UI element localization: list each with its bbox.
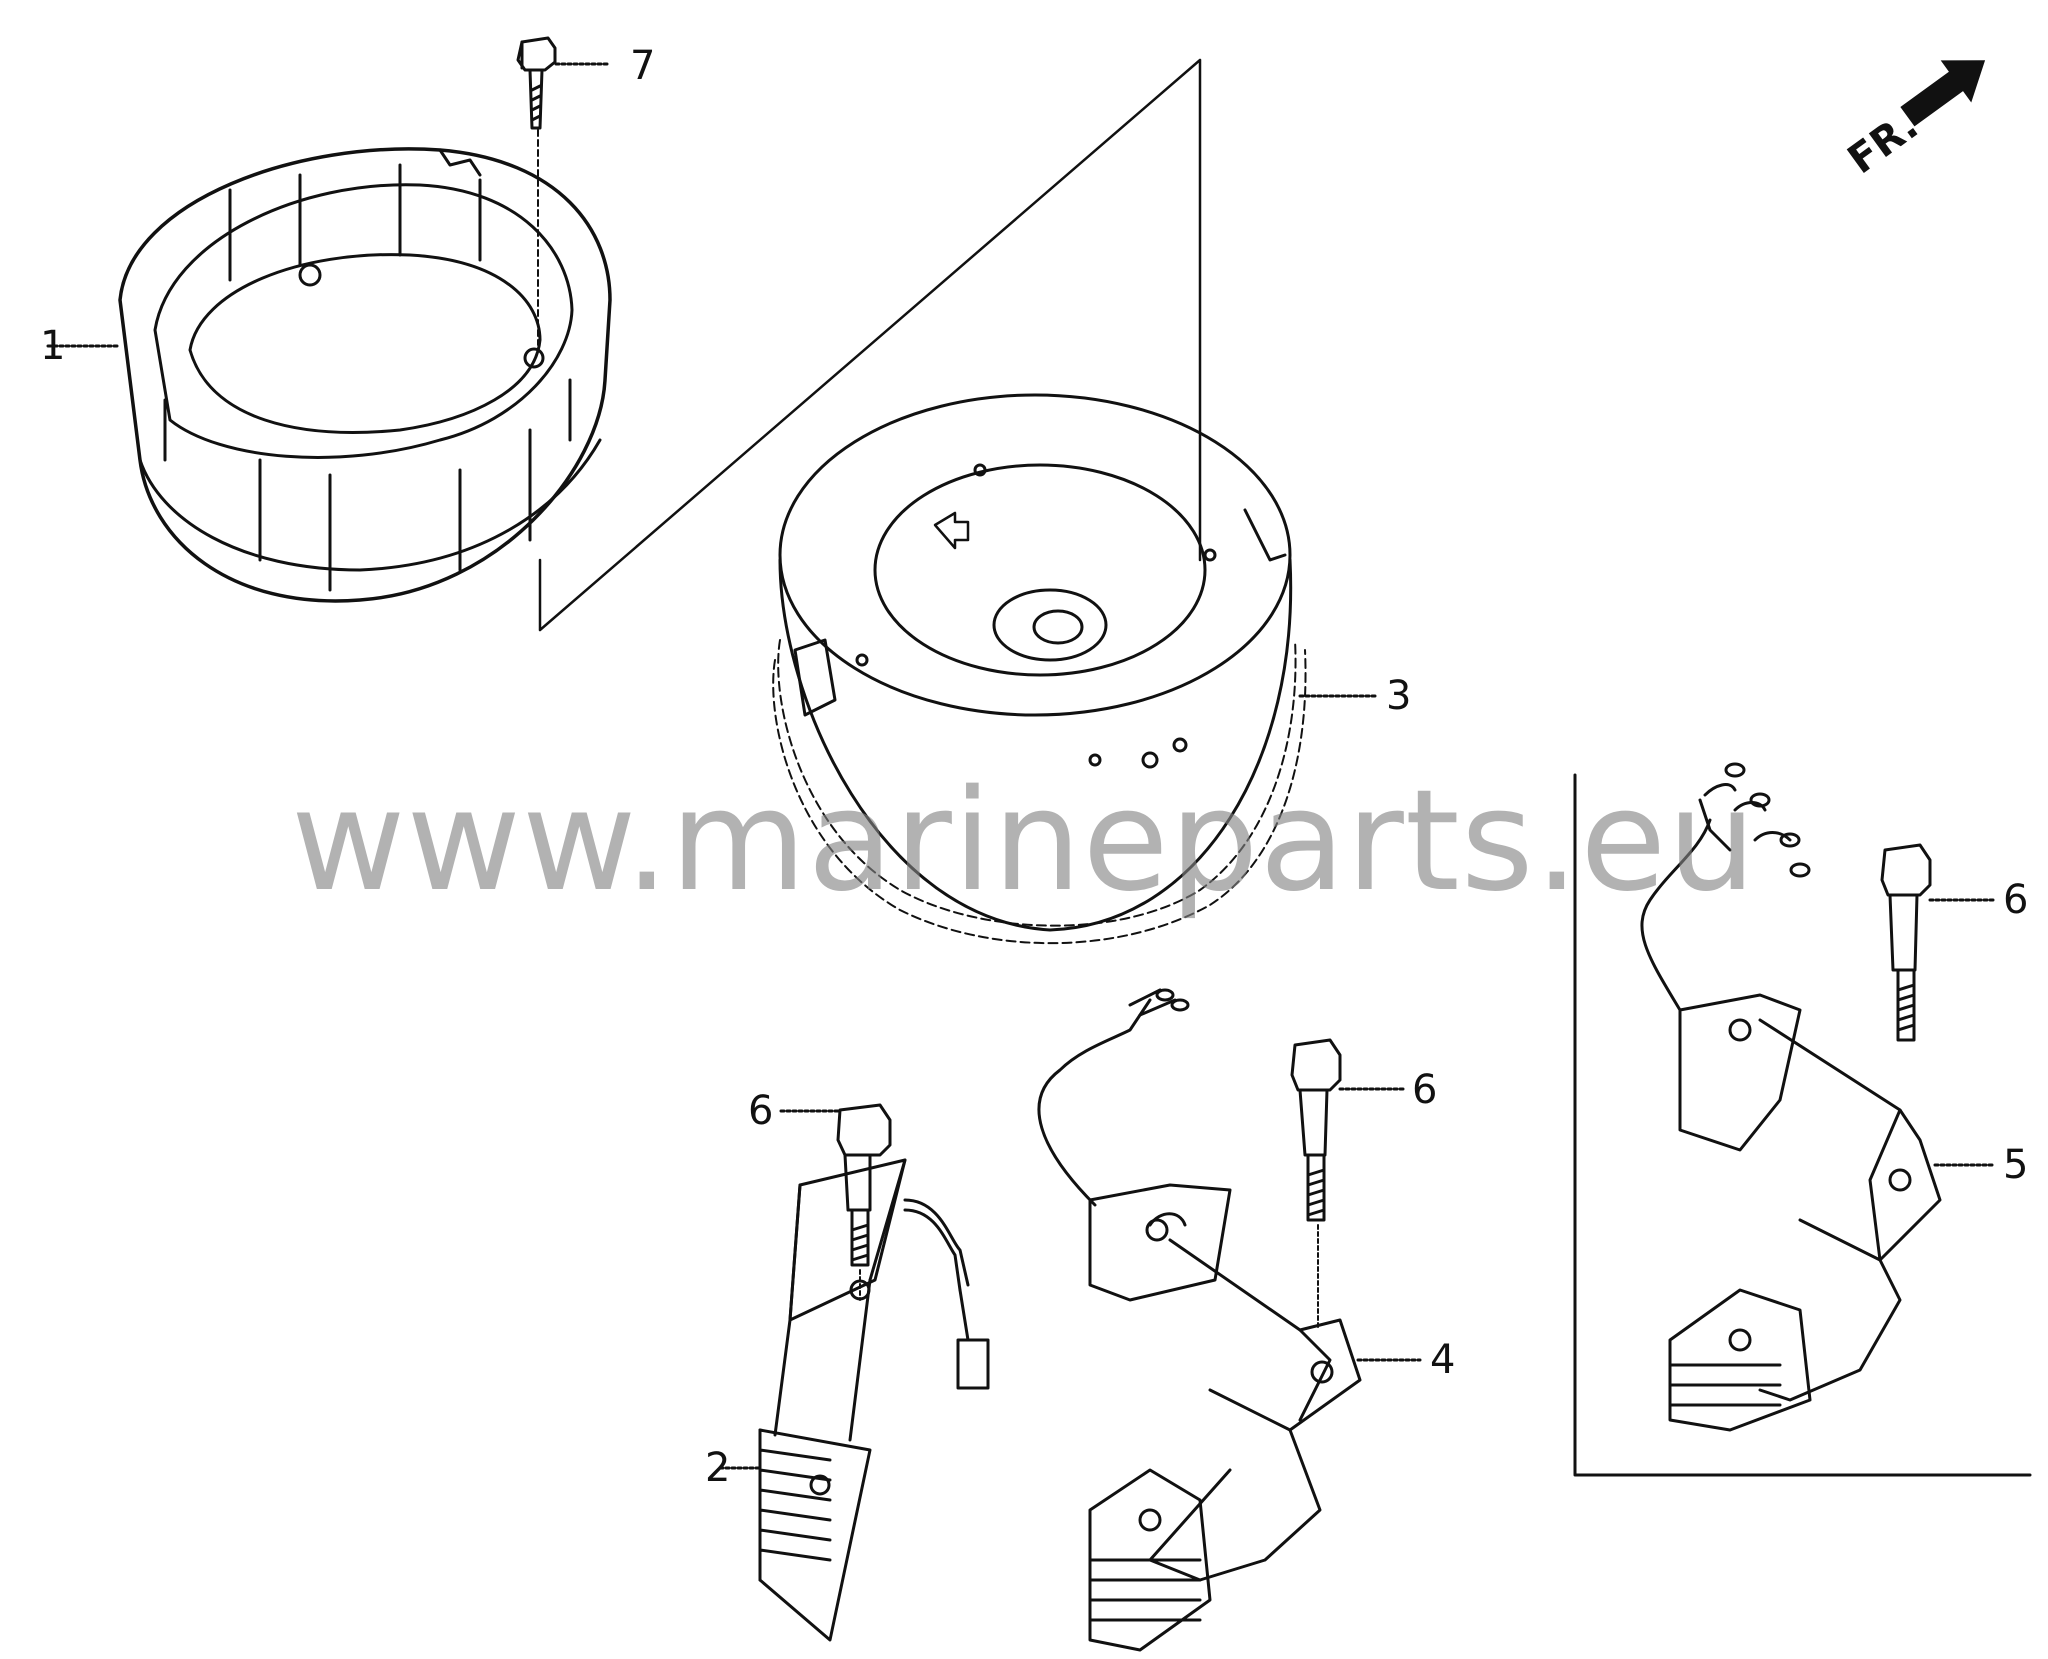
part-2-coil bbox=[758, 1158, 990, 1642]
callout-7: 7 bbox=[630, 43, 656, 89]
callout-2: 2 bbox=[705, 1445, 731, 1491]
front-direction-arrow-icon bbox=[1900, 60, 1986, 127]
callout-1: 1 bbox=[40, 323, 66, 369]
watermark: www.marineparts.eu bbox=[290, 760, 1758, 923]
callout-3: 3 bbox=[1386, 673, 1412, 719]
part-4-charge-coil bbox=[1037, 988, 1362, 1652]
callout-6-right: 6 bbox=[2003, 877, 2029, 923]
part-7-bolt bbox=[516, 36, 557, 130]
front-direction-indicator: FR. bbox=[1820, 19, 2010, 192]
part-6a-bolt bbox=[836, 1103, 892, 1267]
callout-6-center: 6 bbox=[1412, 1067, 1438, 1113]
callout-6-left: 6 bbox=[748, 1088, 774, 1134]
part-5-charge-coil bbox=[1640, 762, 1942, 1432]
part-6b-bolt bbox=[1290, 1038, 1342, 1222]
callout-5: 5 bbox=[2003, 1142, 2029, 1188]
callout-4: 4 bbox=[1430, 1337, 1456, 1383]
part-1-flywheel-cover bbox=[118, 147, 612, 603]
part-3-flywheel bbox=[772, 393, 1307, 945]
part-6c-bolt bbox=[1880, 843, 1932, 1042]
